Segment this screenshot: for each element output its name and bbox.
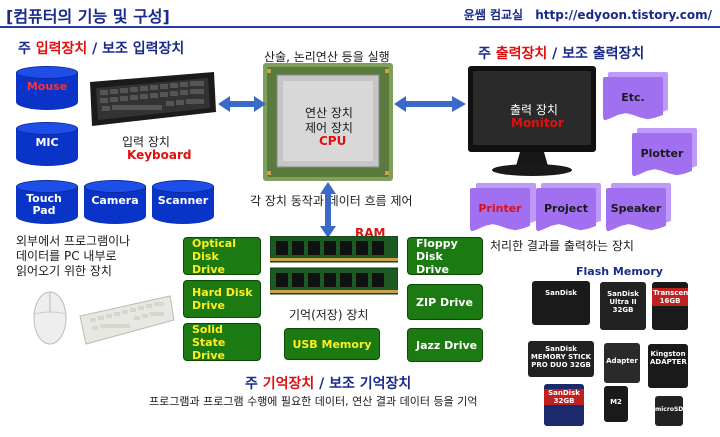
input-desc-line: 외부에서 프로그램이나 xyxy=(16,234,131,248)
ram-image xyxy=(270,236,398,295)
card-label: SanDisk Ultra II 32GB xyxy=(607,290,639,314)
cpu-alu-label: 연산 장치 xyxy=(305,106,353,120)
storage-label: Floppy Disk Drive xyxy=(416,236,458,276)
device-mic: MIC xyxy=(16,122,78,166)
card-label: Transcend 16GB xyxy=(652,288,688,306)
output-title-mid: / 보조 xyxy=(547,46,593,62)
memory-title-prefix: 주 xyxy=(245,376,263,392)
card-label: SanDisk MEMORY STICK PRO DUO 32GB xyxy=(530,345,592,369)
output-title-sub: 출력장치 xyxy=(592,46,645,62)
output-section-title: 주 출력장치 / 보조 출력장치 xyxy=(478,43,644,63)
page-title: [컴퓨터의 기능 및 구성] xyxy=(6,7,170,26)
storage-label: Optical Disk Drive xyxy=(192,236,236,276)
monitor-label: 출력 장치 xyxy=(510,103,558,117)
storage-label: USB Memory xyxy=(292,337,372,351)
memory-description: 프로그램과 프로그램 수행에 필요한 데이터, 연산 결과 데이터 등을 기억 xyxy=(149,395,478,408)
memory-title-sub: 기억장치 xyxy=(359,376,412,392)
output-printer: Printer xyxy=(470,188,530,232)
keyboard-image xyxy=(90,72,216,126)
output-etc: Etc. xyxy=(603,77,663,121)
output-title-main: 출력장치 xyxy=(495,46,548,62)
flash-card-transcend: Transcend 16GB xyxy=(652,282,688,330)
input-desc-line: 읽어오기 위한 장치 xyxy=(16,264,112,278)
flash-card-microsd: microSD xyxy=(655,396,683,426)
output-label: Speaker xyxy=(610,202,662,215)
device-label: MIC xyxy=(35,136,59,149)
storage-usb-memory: USB Memory xyxy=(284,328,380,360)
device-label: Mouse xyxy=(26,80,68,93)
input-title-main: 입력장치 xyxy=(35,41,88,57)
flash-card-adapter: Adapter xyxy=(604,343,640,383)
storage-label: ZIP Drive xyxy=(416,295,473,309)
monitor-image xyxy=(468,66,596,176)
header-divider xyxy=(0,26,720,28)
memory-section-title: 주 기억장치 / 보조 기억장치 xyxy=(245,373,411,393)
input-title-mid: / 보조 xyxy=(87,41,133,57)
storage-label: Jazz Drive xyxy=(416,338,478,352)
storage-zip: ZIP Drive xyxy=(407,284,483,320)
output-title-prefix: 주 xyxy=(478,46,496,62)
storage-label: Hard Disk Drive xyxy=(192,286,253,312)
flash-card-kingston: Kingston ADAPTER xyxy=(648,344,688,388)
author-label: 윤쌤 컴교실 xyxy=(463,8,524,22)
device-scanner: Scanner xyxy=(152,180,214,224)
flash-card-ultra: SanDisk Ultra II 32GB xyxy=(600,282,646,330)
storage-hard-disk: Hard Disk Drive xyxy=(183,280,261,318)
device-camera: Camera xyxy=(84,180,146,224)
arrow-cpu-memory xyxy=(320,182,336,238)
card-label: microSD xyxy=(655,406,683,413)
storage-jazz: Jazz Drive xyxy=(407,328,483,362)
card-label: Adapter xyxy=(606,357,638,365)
input-title-prefix: 주 xyxy=(18,41,36,57)
cpu-control-caption: 각 장치 동작과 데이터 흐름 제어 xyxy=(250,194,413,208)
card-label: SanDisk xyxy=(545,289,577,297)
arrow-cpu-output xyxy=(394,96,466,112)
storage-floppy: Floppy Disk Drive xyxy=(407,236,483,276)
output-speaker: Speaker xyxy=(606,188,666,232)
monitor-name: Monitor xyxy=(511,116,564,130)
device-touchpad: Touch Pad xyxy=(16,180,78,224)
storage-ssd: Solid State Drive xyxy=(183,322,261,362)
memory-title-main: 기억장치 xyxy=(262,376,315,392)
storage-optical-disk: Optical Disk Drive xyxy=(183,236,261,276)
input-description: 외부에서 프로그램이나 데이터를 PC 내부로 읽어오기 위한 장치 xyxy=(16,234,130,279)
arrow-input-cpu xyxy=(218,96,266,112)
card-label: SanDisk 32GB xyxy=(544,389,584,405)
header: [컴퓨터의 기능 및 구성] 윤쌤 컴교실 http://edyoon.tist… xyxy=(0,0,720,28)
cpu-control-label: 제어 장치 xyxy=(305,121,353,135)
flash-title: Flash Memory xyxy=(576,265,663,278)
memory-title-mid: / 보조 xyxy=(314,376,360,392)
flash-card-sandisk-32: SanDisk 32GB xyxy=(544,384,584,426)
mouse-keyboard-image xyxy=(33,291,175,345)
output-label: Printer xyxy=(478,202,522,215)
card-label: M2 xyxy=(610,398,622,406)
cpu-caption: 산술, 논리연산 등을 실행 xyxy=(264,50,390,64)
device-label: Touch Pad xyxy=(26,192,62,217)
flash-card-sandisk: SanDisk xyxy=(532,281,590,325)
flash-card-memorystick: SanDisk MEMORY STICK PRO DUO 32GB xyxy=(528,341,594,377)
output-plotter: Plotter xyxy=(632,133,692,177)
device-label: Camera xyxy=(91,194,139,207)
storage-label: Solid State Drive xyxy=(192,322,226,362)
card-label: Kingston ADAPTER xyxy=(650,350,687,366)
output-label: Project xyxy=(543,202,589,215)
cpu-chip xyxy=(263,63,393,181)
output-project: Project xyxy=(536,188,596,232)
ram-caption: 기억(저장) 장치 xyxy=(289,308,369,322)
keyboard-name: Keyboard xyxy=(127,148,192,162)
output-description: 처리한 결과를 출력하는 장치 xyxy=(490,239,634,253)
output-label: Etc. xyxy=(621,91,645,104)
device-label: Scanner xyxy=(157,194,209,207)
flash-card-m2: M2 xyxy=(604,386,628,422)
keyboard-label: 입력 장치 xyxy=(122,135,170,149)
brand: 윤쌤 컴교실 http://edyoon.tistory.com/ xyxy=(456,6,712,23)
input-section-title: 주 입력장치 / 보조 입력장치 xyxy=(18,38,184,58)
input-desc-line: 데이터를 PC 내부로 xyxy=(16,249,117,263)
device-mouse: Mouse xyxy=(16,66,78,110)
output-label: Plotter xyxy=(640,147,684,160)
cpu-name: CPU xyxy=(319,134,347,148)
input-title-sub: 입력장치 xyxy=(132,41,185,57)
blog-url[interactable]: http://edyoon.tistory.com/ xyxy=(535,8,712,22)
